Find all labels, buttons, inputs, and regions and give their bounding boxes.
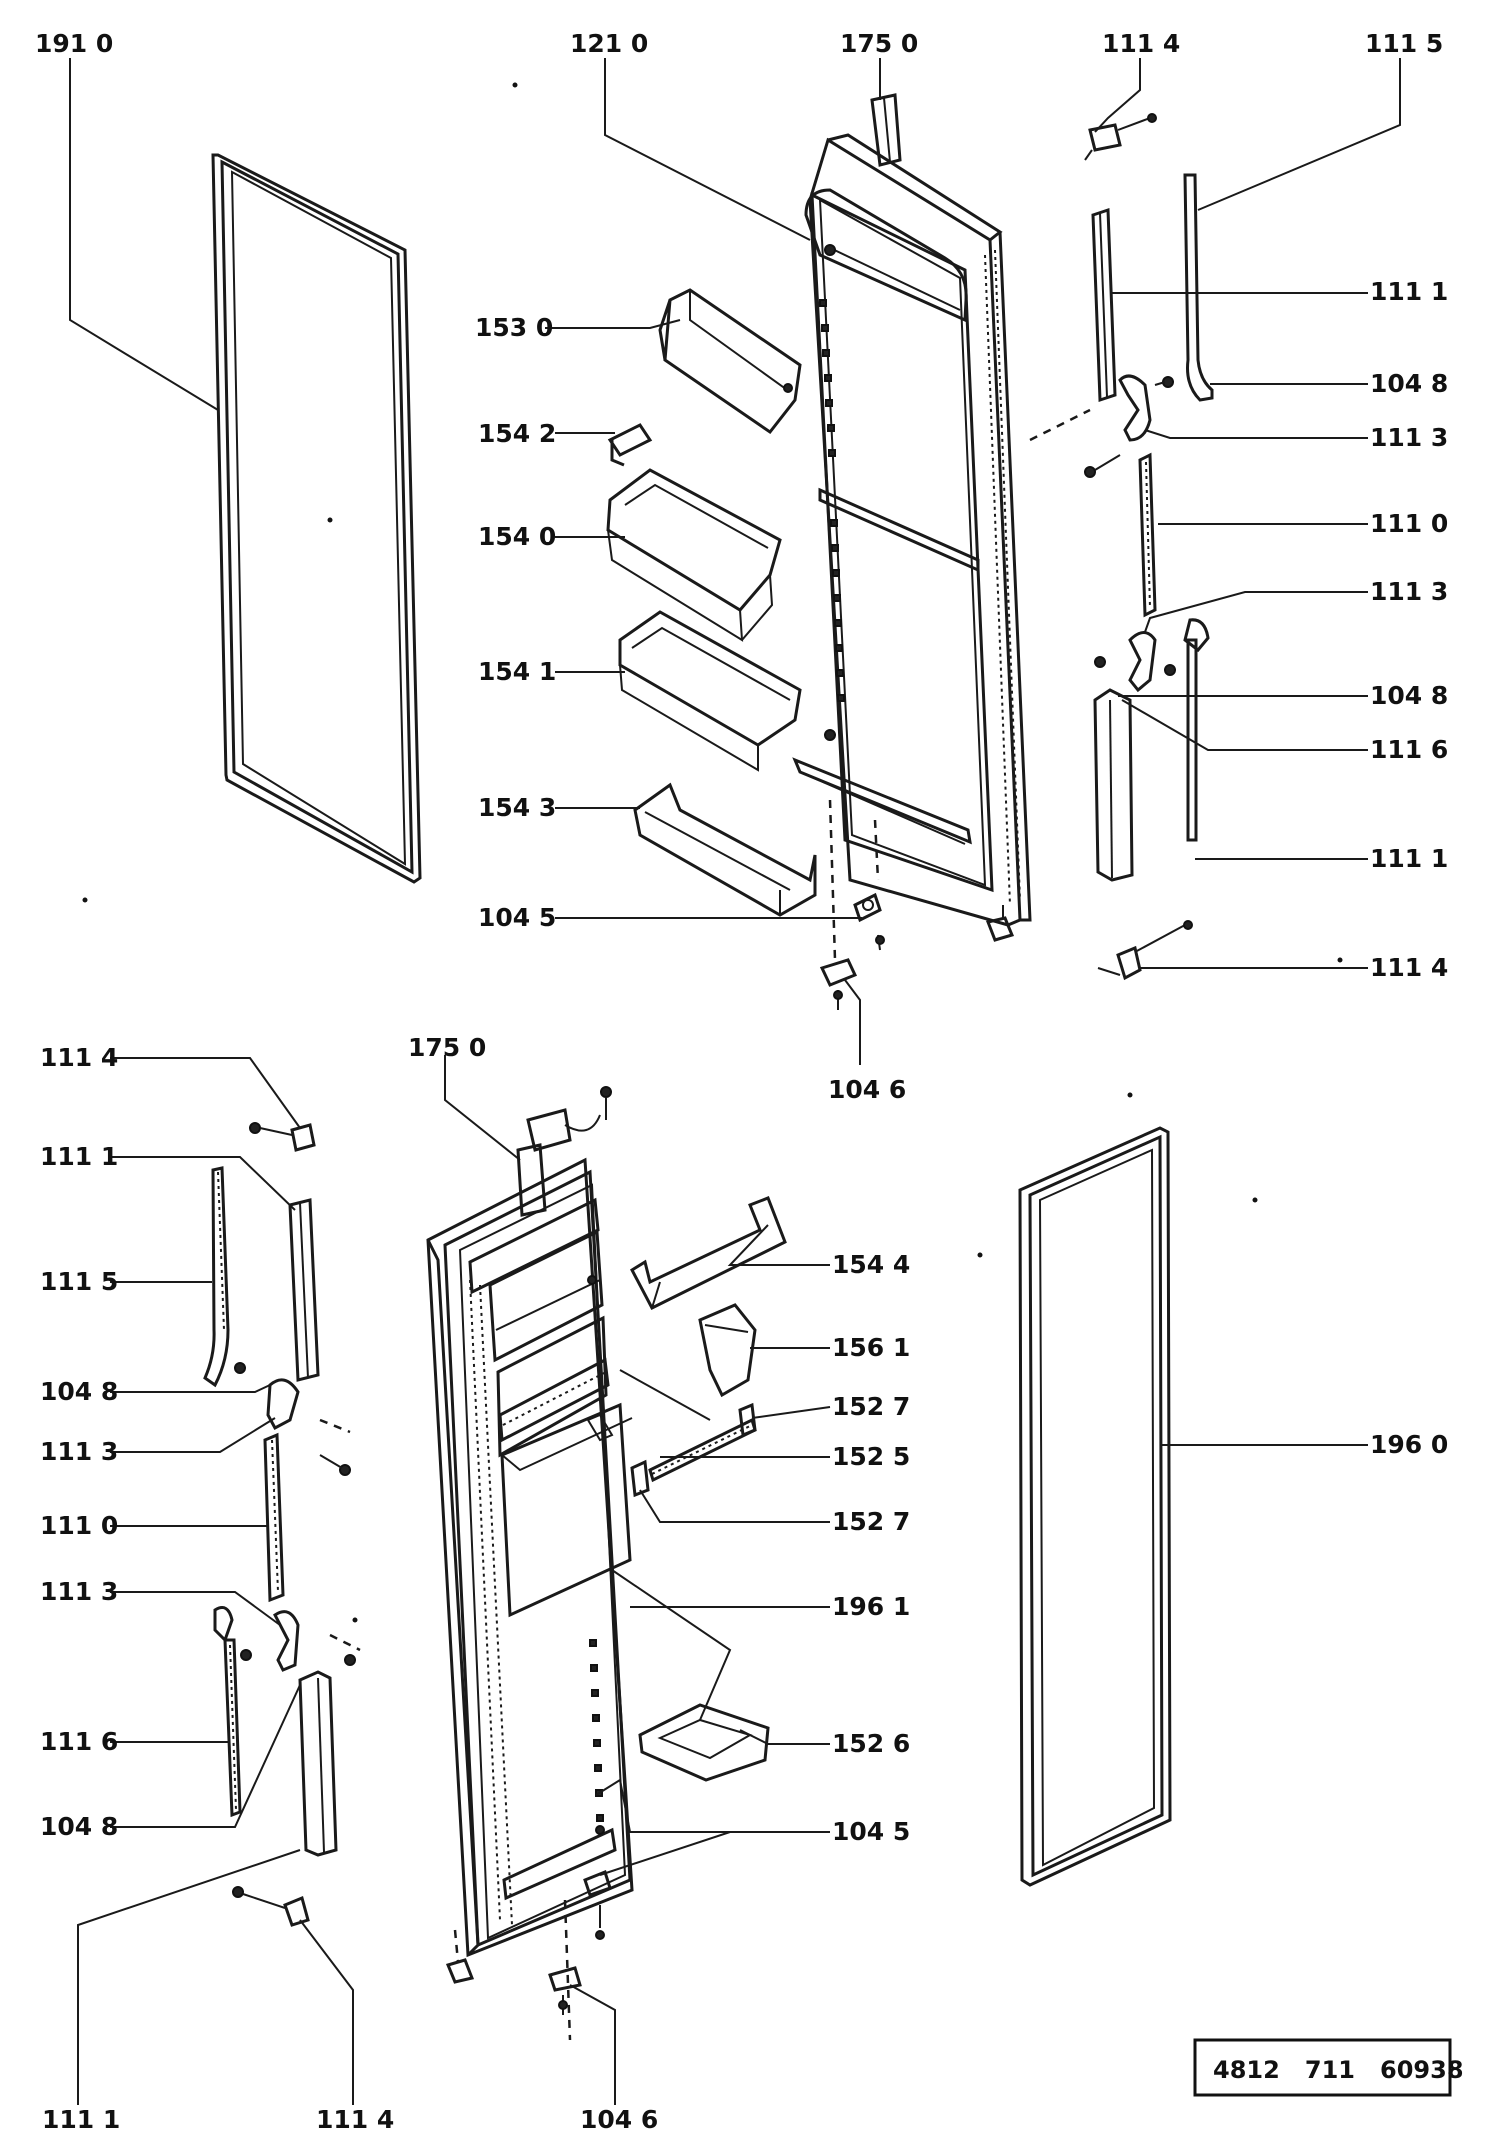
callout-labels: 191 0 121 0 175 0 111 4 111 5 111 1 153 … (35, 29, 1448, 2134)
label-104-5-lower: 104 5 (832, 1817, 910, 1846)
label-111-4-top: 111 4 (1102, 29, 1180, 58)
label-104-5-upper: 104 5 (478, 903, 556, 932)
label-111-1-left-top: 111 1 (40, 1142, 118, 1171)
hinge-104-6-lower (548, 1966, 582, 2015)
label-175-0-upper: 175 0 (840, 29, 918, 58)
hinge-bracket-lower-104-5 (583, 1870, 612, 1940)
spring-part-111-5-top (1183, 173, 1214, 402)
label-111-5-top: 111 5 (1365, 29, 1443, 58)
label-111-5-left: 111 5 (40, 1267, 118, 1296)
hinge-plate-111-3-lower (1094, 618, 1210, 693)
label-104-8-left-top: 104 8 (40, 1377, 118, 1406)
trim-channel-111-1-left-top (288, 1198, 320, 1382)
label-152-6: 152 6 (832, 1729, 910, 1758)
upper-door-part (792, 133, 1032, 927)
door-gasket-lower-part (1018, 1126, 1172, 1887)
label-111-1-top: 111 1 (1370, 277, 1448, 306)
hinge-bar-111-0-top (1138, 452, 1157, 618)
door-rack-154-4 (630, 1196, 787, 1310)
hinge-plate-111-3-left-top (234, 1362, 351, 1476)
label-104-8-top: 104 8 (1370, 369, 1448, 398)
door-gasket-upper-part (211, 153, 422, 884)
label-175-0-lower: 175 0 (408, 1033, 486, 1062)
trim-channel-111-1-left-lower (298, 1670, 338, 1857)
label-111-3-mid: 111 3 (1370, 577, 1448, 606)
door-shelf-154-1 (618, 610, 802, 772)
label-111-3-left-top: 111 3 (40, 1437, 118, 1466)
label-152-5: 152 5 (832, 1442, 910, 1471)
label-111-0-left: 111 0 (40, 1511, 118, 1540)
drawing-code-box: 4812 711 60938 (1193, 2038, 1464, 2097)
hinge-pin-upper (870, 93, 902, 167)
hinge-pin-lower (516, 1086, 612, 1217)
hinge-bracket-upper-104-5 (853, 892, 885, 951)
clip-part (607, 423, 653, 467)
cover-cap-111-4-lower (1097, 920, 1193, 981)
label-154-1: 154 1 (478, 657, 556, 686)
label-111-6-top: 111 6 (1370, 735, 1448, 764)
hinge-bar-111-0-left (263, 1432, 285, 1603)
label-111-3-top: 111 3 (1370, 423, 1448, 452)
label-111-6-left: 111 6 (40, 1727, 118, 1756)
label-196-0: 196 0 (1370, 1430, 1448, 1459)
door-foot-lower (445, 1958, 475, 1984)
label-154-2: 154 2 (478, 419, 556, 448)
label-104-8-mid: 104 8 (1370, 681, 1448, 710)
label-111-1-mid: 111 1 (1370, 844, 1448, 873)
hinge-plate-111-3-top (1084, 374, 1174, 478)
leader-lines (69, 58, 1401, 2105)
cover-cap-111-4-top (1084, 113, 1157, 161)
hinge-plate-111-3-left-lower (213, 1606, 356, 1672)
label-111-4-bottom: 111 4 (316, 2105, 394, 2134)
label-104-8-left-lower: 104 8 (40, 1812, 118, 1841)
label-156-1: 156 1 (832, 1333, 910, 1362)
label-153-0: 153 0 (475, 313, 553, 342)
drawing-code: 4812 711 60938 (1213, 2056, 1464, 2084)
butter-compartment-part (658, 288, 802, 435)
lower-door-part (426, 1157, 634, 1958)
label-196-1: 196 1 (832, 1592, 910, 1621)
spring-part-111-5-left (203, 1166, 230, 1388)
hinge-104-6-upper (819, 958, 858, 1010)
door-foot-upper (985, 905, 1015, 942)
rod-part-111-6-top (1186, 638, 1198, 842)
label-152-7-lower: 152 7 (832, 1507, 910, 1536)
label-154-0: 154 0 (478, 522, 556, 551)
label-111-4-mid: 111 4 (1370, 953, 1448, 982)
bar-152-5 (648, 1417, 757, 1483)
label-191-0: 191 0 (35, 29, 113, 58)
trim-channel-111-1-lower (1093, 688, 1134, 882)
door-shelf-154-0 (606, 468, 782, 642)
cover-cap-111-4-lower-left-top (249, 1122, 316, 1152)
label-104-6-upper: 104 6 (828, 1075, 906, 1104)
bottle-rack-154-3 (633, 782, 817, 917)
label-111-3-left-lower: 111 3 (40, 1577, 118, 1606)
label-121-0: 121 0 (570, 29, 648, 58)
label-152-7-upper: 152 7 (832, 1392, 910, 1421)
rod-part-111-6-left (223, 1638, 242, 1818)
label-154-3: 154 3 (478, 793, 556, 822)
drip-tray-152-6 (638, 1703, 770, 1782)
label-104-6-bottom: 104 6 (580, 2105, 658, 2134)
label-111-1-bottom: 111 1 (42, 2105, 120, 2134)
cover-cap-111-4-lower-left (232, 1886, 310, 1927)
label-111-4-left-top: 111 4 (40, 1043, 118, 1072)
label-111-0-top: 111 0 (1370, 509, 1448, 538)
funnel-156-1 (698, 1303, 757, 1398)
clip-152-7-lower (630, 1459, 650, 1498)
trim-channel-111-1-top (1091, 207, 1117, 403)
label-154-4: 154 4 (832, 1250, 910, 1279)
